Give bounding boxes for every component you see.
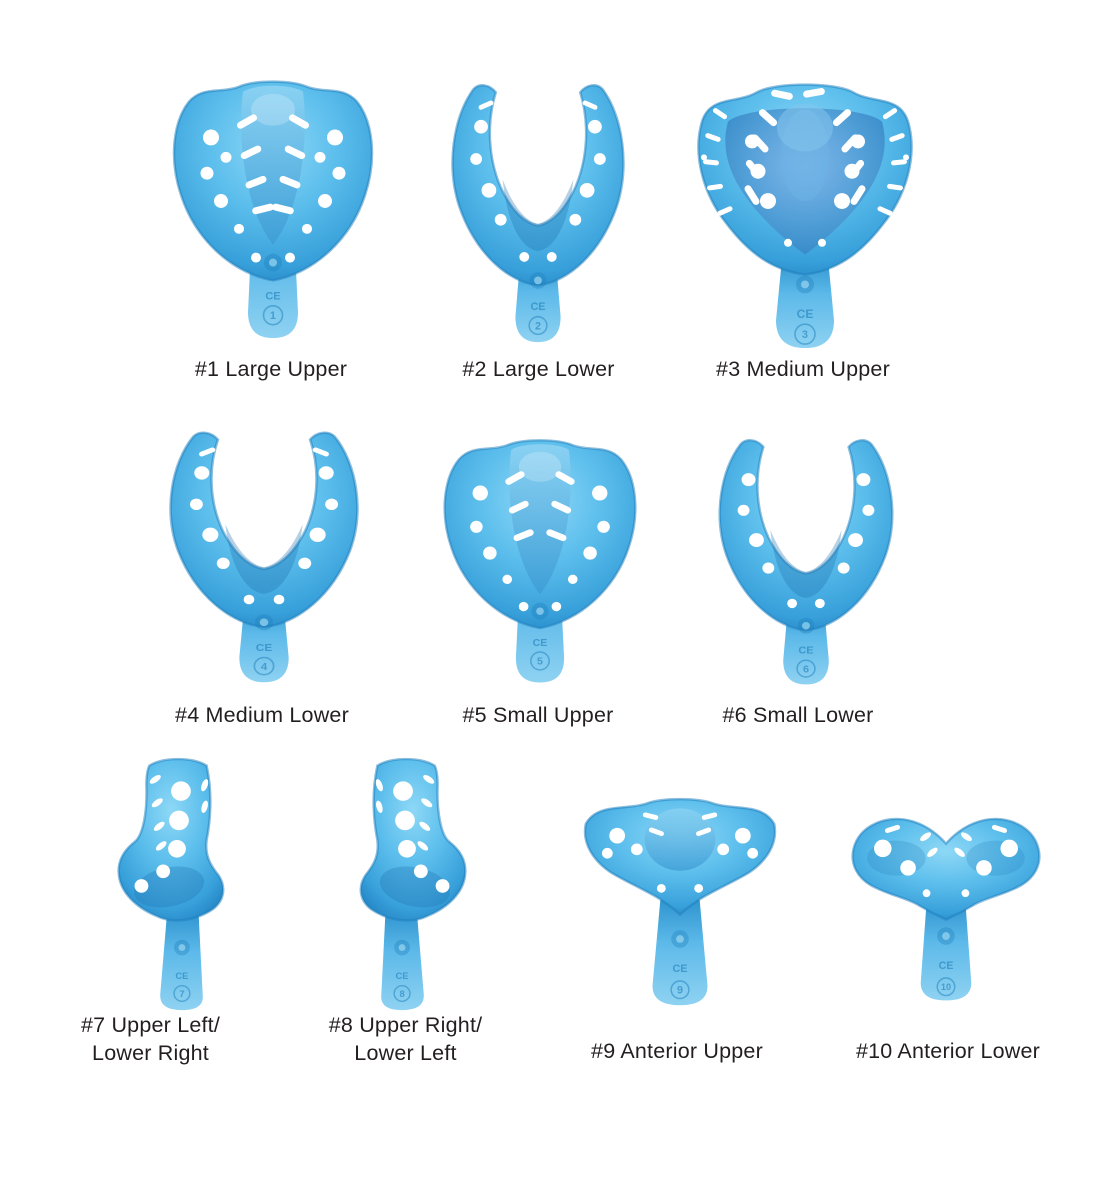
tray-label-9: #9 Anterior Upper xyxy=(591,1039,763,1063)
tray-handle xyxy=(920,902,972,1001)
ce-mark: CE xyxy=(531,301,546,313)
tray-handle xyxy=(160,912,203,1011)
tray-perforations xyxy=(701,87,909,247)
tray-number-mark: 10 xyxy=(941,982,951,992)
tray-8-photo: CE 8 xyxy=(328,752,486,1016)
tray-number-mark: 1 xyxy=(270,310,276,322)
tray-label-3: #3 Medium Upper xyxy=(716,357,890,381)
tray-emboss-marks: CE 8 xyxy=(393,939,411,1003)
tray-bowl xyxy=(443,439,637,630)
tray-emboss-marks: CE 7 xyxy=(173,939,191,1003)
tray-label-10: #10 Anterior Lower xyxy=(855,1039,1041,1063)
tray-10-photo: CE 10 xyxy=(840,788,1052,1014)
tray-7-photo: CE 7 xyxy=(98,752,256,1016)
ce-mark: CE xyxy=(673,963,688,975)
tray-label-1: #1 Large Upper xyxy=(194,357,348,381)
tray-perforations xyxy=(601,811,759,893)
tray-5-photo: CE 5 xyxy=(434,418,646,690)
tray-label-8-line-2: Lower Left xyxy=(354,1041,457,1065)
tray-perforations xyxy=(200,113,346,263)
tray-number-mark: 4 xyxy=(261,661,268,672)
ce-mark: CE xyxy=(533,638,548,649)
tray-label-4: #4 Medium Lower xyxy=(175,703,349,727)
tray-label-2: #2 Large Lower xyxy=(462,357,615,381)
tray-bowl xyxy=(583,797,777,917)
tray-number-mark: 9 xyxy=(677,985,683,997)
tray-perforations xyxy=(470,99,606,262)
tray-number-mark: 2 xyxy=(535,320,541,332)
tray-number-mark: 3 xyxy=(802,329,808,341)
tray-perforations xyxy=(189,446,339,605)
tray-number-mark: 7 xyxy=(179,989,184,999)
ce-mark: CE xyxy=(798,645,813,657)
tray-perforations xyxy=(874,824,1018,898)
tray-label-5: #5 Small Upper xyxy=(462,703,614,727)
tray-bowl xyxy=(851,817,1041,921)
tray-emboss-marks: CE 6 xyxy=(796,617,816,678)
tray-bowl xyxy=(718,439,894,632)
tray-number-mark: 5 xyxy=(537,657,543,668)
tray-perforations xyxy=(470,470,610,612)
tray-number-mark: 8 xyxy=(399,989,404,999)
ce-mark: CE xyxy=(939,960,954,972)
tray-handle xyxy=(381,912,424,1011)
tray-label-7-line-2: Lower Right xyxy=(92,1041,209,1065)
tray-emboss-marks: CE 1 xyxy=(262,253,284,326)
ce-mark: CE xyxy=(256,642,272,653)
tray-label-8: #8 Upper Right/ Lower Left xyxy=(298,1011,513,1067)
tray-emboss-marks: CE 2 xyxy=(528,272,548,336)
tray-4-photo: CE 4 xyxy=(146,412,382,688)
tray-1-photo: CE 1 xyxy=(163,58,383,346)
tray-6-photo: CE 6 xyxy=(697,420,915,690)
tray-emboss-marks: CE 10 xyxy=(936,927,956,997)
tray-emboss-marks: CE 5 xyxy=(530,602,550,671)
tray-handle xyxy=(652,900,708,1006)
tray-label-8-line-1: #8 Upper Right/ xyxy=(328,1013,483,1037)
tray-perforations xyxy=(134,773,210,893)
tray-emboss-marks: CE 9 xyxy=(670,930,690,1000)
tray-2-photo: CE 2 xyxy=(430,64,646,348)
ce-mark: CE xyxy=(175,971,188,981)
tray-bowl xyxy=(697,83,913,276)
tray-3-photo: CE 3 xyxy=(690,64,920,352)
tray-perforations xyxy=(737,464,875,609)
tray-number-mark: 6 xyxy=(803,664,809,676)
tray-label-6: #6 Small Lower xyxy=(722,703,874,727)
tray-bowl xyxy=(172,80,374,282)
tray-perforations xyxy=(374,773,450,893)
tray-bowl xyxy=(169,431,359,629)
tray-bowl xyxy=(451,84,625,287)
ce-mark: CE xyxy=(396,971,409,981)
ce-mark: CE xyxy=(797,307,814,321)
tray-emboss-marks: CE 3 xyxy=(794,275,816,345)
tray-label-7: #7 Upper Left/ Lower Right xyxy=(43,1011,258,1067)
ce-mark: CE xyxy=(265,290,280,302)
tray-label-7-line-1: #7 Upper Left/ xyxy=(80,1013,221,1037)
tray-handle xyxy=(776,258,834,349)
tray-9-photo: CE 9 xyxy=(572,785,788,1017)
tray-emboss-marks: CE 4 xyxy=(253,614,275,676)
